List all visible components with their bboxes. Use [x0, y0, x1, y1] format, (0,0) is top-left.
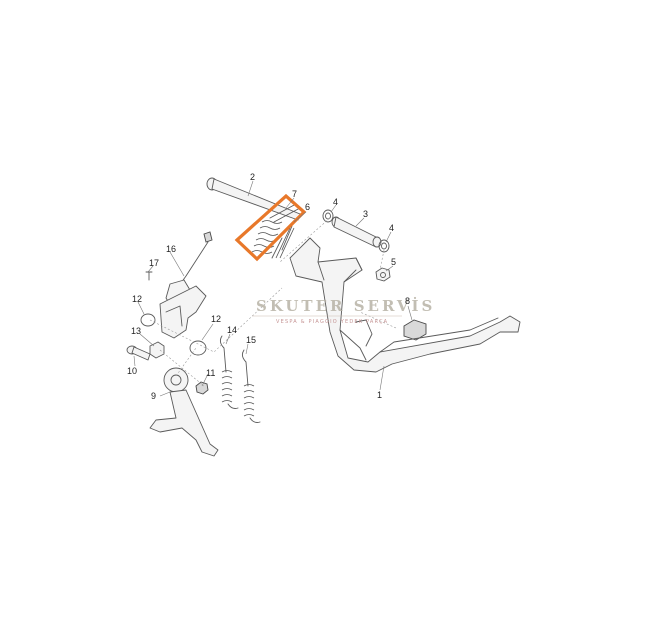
callout-3[interactable]: 3: [363, 209, 368, 219]
highlight-box: [234, 193, 307, 262]
callout-1[interactable]: 1: [377, 390, 382, 400]
part-5-nut[interactable]: [375, 267, 391, 282]
leader-lines: [133, 180, 413, 397]
callout-16[interactable]: 16: [166, 244, 176, 254]
callout-4-left[interactable]: 4: [333, 197, 338, 207]
callout-5[interactable]: 5: [391, 257, 396, 267]
part-9-side-stand[interactable]: [149, 367, 219, 457]
callout-4-right[interactable]: 4: [389, 223, 394, 233]
watermark-title: SKUTER SERVİS: [256, 296, 435, 315]
callout-10[interactable]: 10: [127, 366, 137, 376]
part-4-washer-left[interactable]: [322, 209, 334, 223]
callout-14[interactable]: 14: [227, 325, 237, 335]
callout-labels: 2 7 6 4 3 4 5 8 1 16 17 12 12 13 10 14 1…: [127, 172, 410, 401]
alignment-line-2: [279, 217, 397, 329]
part-15-spring[interactable]: [241, 349, 261, 423]
part-4-washer-right[interactable]: [378, 239, 390, 253]
callout-12-left[interactable]: 12: [132, 294, 142, 304]
alignment-line-1: [149, 287, 283, 387]
part-1-main-stand[interactable]: [289, 237, 521, 373]
part-2-axle-bolt[interactable]: [206, 177, 301, 221]
callout-13[interactable]: 13: [131, 326, 141, 336]
watermark: SKUTER SERVİS VESPA & PIAGGIO YEDEK PARÇ…: [252, 296, 435, 325]
callout-15[interactable]: 15: [246, 335, 256, 345]
part-bracket[interactable]: [159, 285, 207, 339]
watermark-subtitle: VESPA & PIAGGIO YEDEK PARÇA: [276, 319, 388, 325]
part-3-pin[interactable]: [331, 216, 382, 248]
part-6-bolt[interactable]: [275, 227, 295, 259]
callout-7[interactable]: 7: [292, 189, 297, 199]
part-11-nut[interactable]: [195, 381, 209, 395]
callout-8[interactable]: 8: [405, 296, 410, 306]
part-10-bolt[interactable]: [126, 345, 151, 361]
callout-2[interactable]: 2: [250, 172, 255, 182]
callout-11[interactable]: 11: [206, 368, 215, 378]
part-14-spring[interactable]: [219, 335, 239, 409]
part-8-rubber-stop[interactable]: [403, 319, 427, 341]
callout-17[interactable]: 17: [149, 258, 159, 268]
callout-12-right[interactable]: 12: [211, 314, 221, 324]
part-17-screw[interactable]: [145, 271, 153, 281]
part-12-oring-right[interactable]: [189, 340, 207, 356]
part-12-oring-left[interactable]: [140, 313, 156, 327]
callout-6[interactable]: 6: [305, 202, 310, 212]
callout-9[interactable]: 9: [151, 391, 156, 401]
